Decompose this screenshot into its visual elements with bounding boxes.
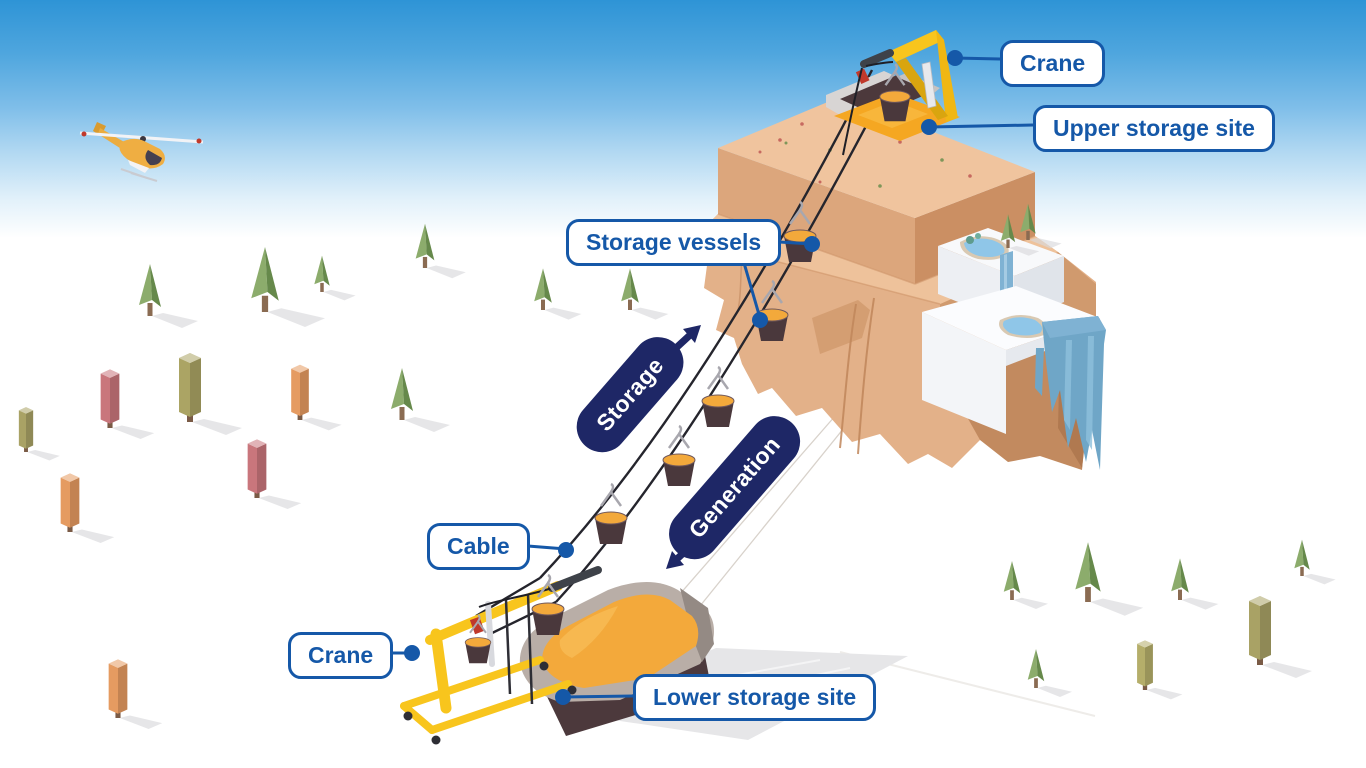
pine-tree-icon xyxy=(621,268,669,320)
pine-tree-icon xyxy=(1171,558,1219,610)
pine-tree-icon xyxy=(251,247,325,327)
block-tree-icon xyxy=(1249,596,1312,678)
block-tree-icon xyxy=(60,473,115,544)
bucket-icon xyxy=(700,365,736,429)
callout-crane-lower: Crane xyxy=(288,632,394,679)
mountain-plateau-top xyxy=(718,96,1035,218)
ice-waterfall xyxy=(922,203,1106,470)
upper-crane xyxy=(842,30,958,156)
cable-line xyxy=(539,69,874,579)
block-tree-icon xyxy=(247,439,302,510)
callout-crane-upper: Crane xyxy=(1000,40,1106,87)
block-tree-icon xyxy=(100,369,155,440)
callout-cable: Cable xyxy=(427,523,530,570)
pine-tree-icon xyxy=(1294,539,1336,585)
lower-storage-site xyxy=(519,582,714,736)
bucket-icon xyxy=(661,424,697,488)
pine-tree-icon xyxy=(534,268,582,320)
mountain-pond xyxy=(964,238,1005,257)
block-tree-icon xyxy=(291,364,342,431)
pine-tree-icon xyxy=(1003,561,1048,609)
pine-tree-icon xyxy=(1027,649,1072,697)
callout-storage-vessels: Storage vessels xyxy=(566,219,782,266)
callout-connectors xyxy=(383,50,1034,705)
helicopter-icon xyxy=(79,122,204,182)
pine-tree-icon xyxy=(314,255,356,301)
cable-line xyxy=(555,87,888,603)
lower-sand-pile xyxy=(542,594,699,688)
pine-tree-icon xyxy=(139,264,198,328)
block-tree-icon xyxy=(108,659,163,730)
bucket-icon xyxy=(593,482,629,546)
pine-tree-icon xyxy=(391,368,450,432)
block-tree-icon xyxy=(1137,640,1183,700)
block-tree-icon xyxy=(18,407,60,461)
pine-tree-icon xyxy=(1075,542,1144,616)
lower-crane xyxy=(400,566,602,745)
callout-upper-storage-site: Upper storage site xyxy=(1033,105,1275,152)
callout-lower-storage-site: Lower storage site xyxy=(633,674,877,721)
block-tree-icon xyxy=(179,353,242,435)
pine-tree-icon xyxy=(415,223,466,279)
forest-right xyxy=(1003,539,1336,700)
